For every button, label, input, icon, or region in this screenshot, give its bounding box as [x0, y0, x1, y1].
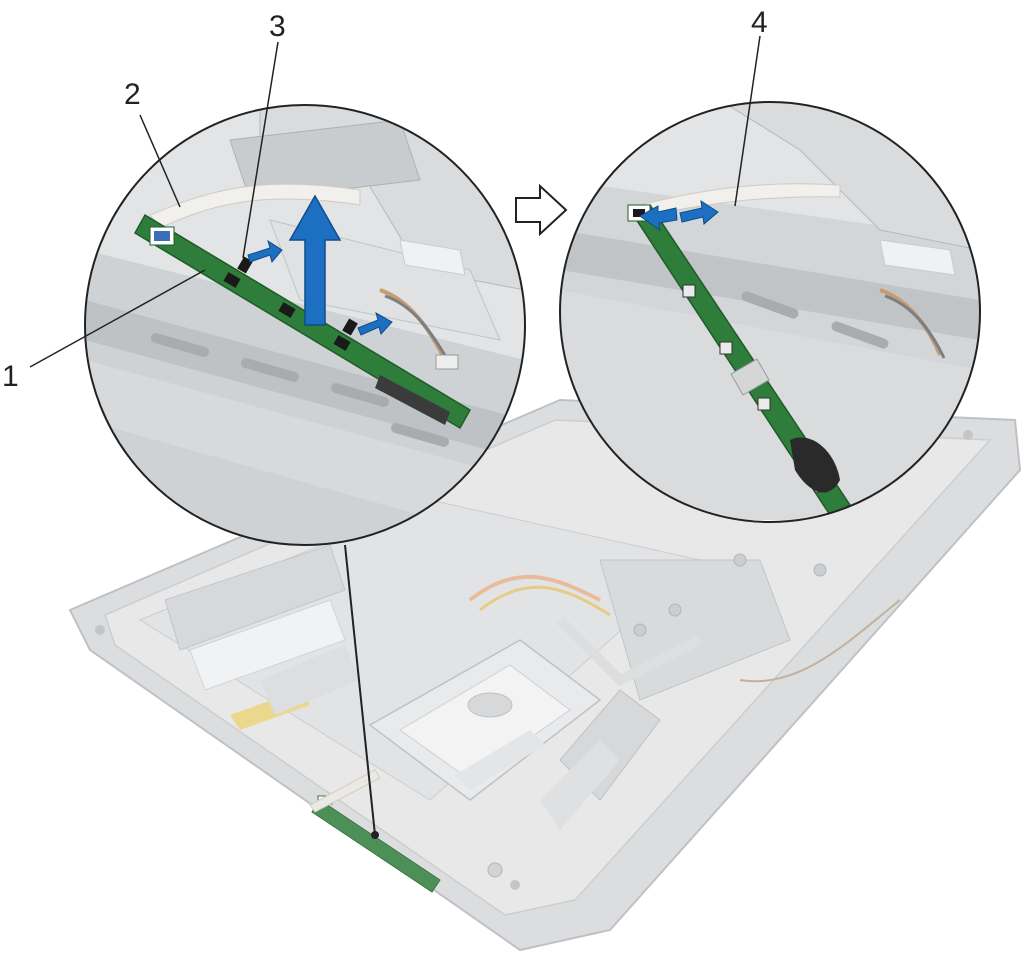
chassis-button-board [309, 769, 441, 893]
callout-2-label: 2 [124, 78, 141, 111]
ribbon-cable [149, 183, 361, 229]
arrow-right-icon [679, 199, 719, 225]
zoom-leader-line [344, 544, 376, 836]
callout-2-leader [139, 114, 181, 208]
callout-3-label: 3 [269, 10, 286, 43]
callout-1-label: 1 [2, 360, 19, 393]
hollow-arrow-icon [515, 183, 568, 237]
callout-4-label: 4 [751, 6, 768, 39]
callout-3-leader [242, 41, 279, 259]
control-button-board [133, 213, 472, 430]
arrow-right-icon [247, 239, 283, 264]
ribbon-cable [639, 183, 841, 216]
callout-1-leader [29, 269, 206, 368]
zoom-circle-left [84, 104, 526, 546]
arrow-left-icon [639, 205, 678, 232]
callout-4-leader [734, 35, 761, 207]
zoom-leader-dot [371, 831, 379, 839]
control-button-board-removed [627, 204, 852, 516]
zoom-circle-right [559, 101, 981, 523]
hard-drive [368, 639, 602, 801]
arrow-up-icon [288, 194, 342, 326]
arrow-right-icon [357, 311, 393, 336]
